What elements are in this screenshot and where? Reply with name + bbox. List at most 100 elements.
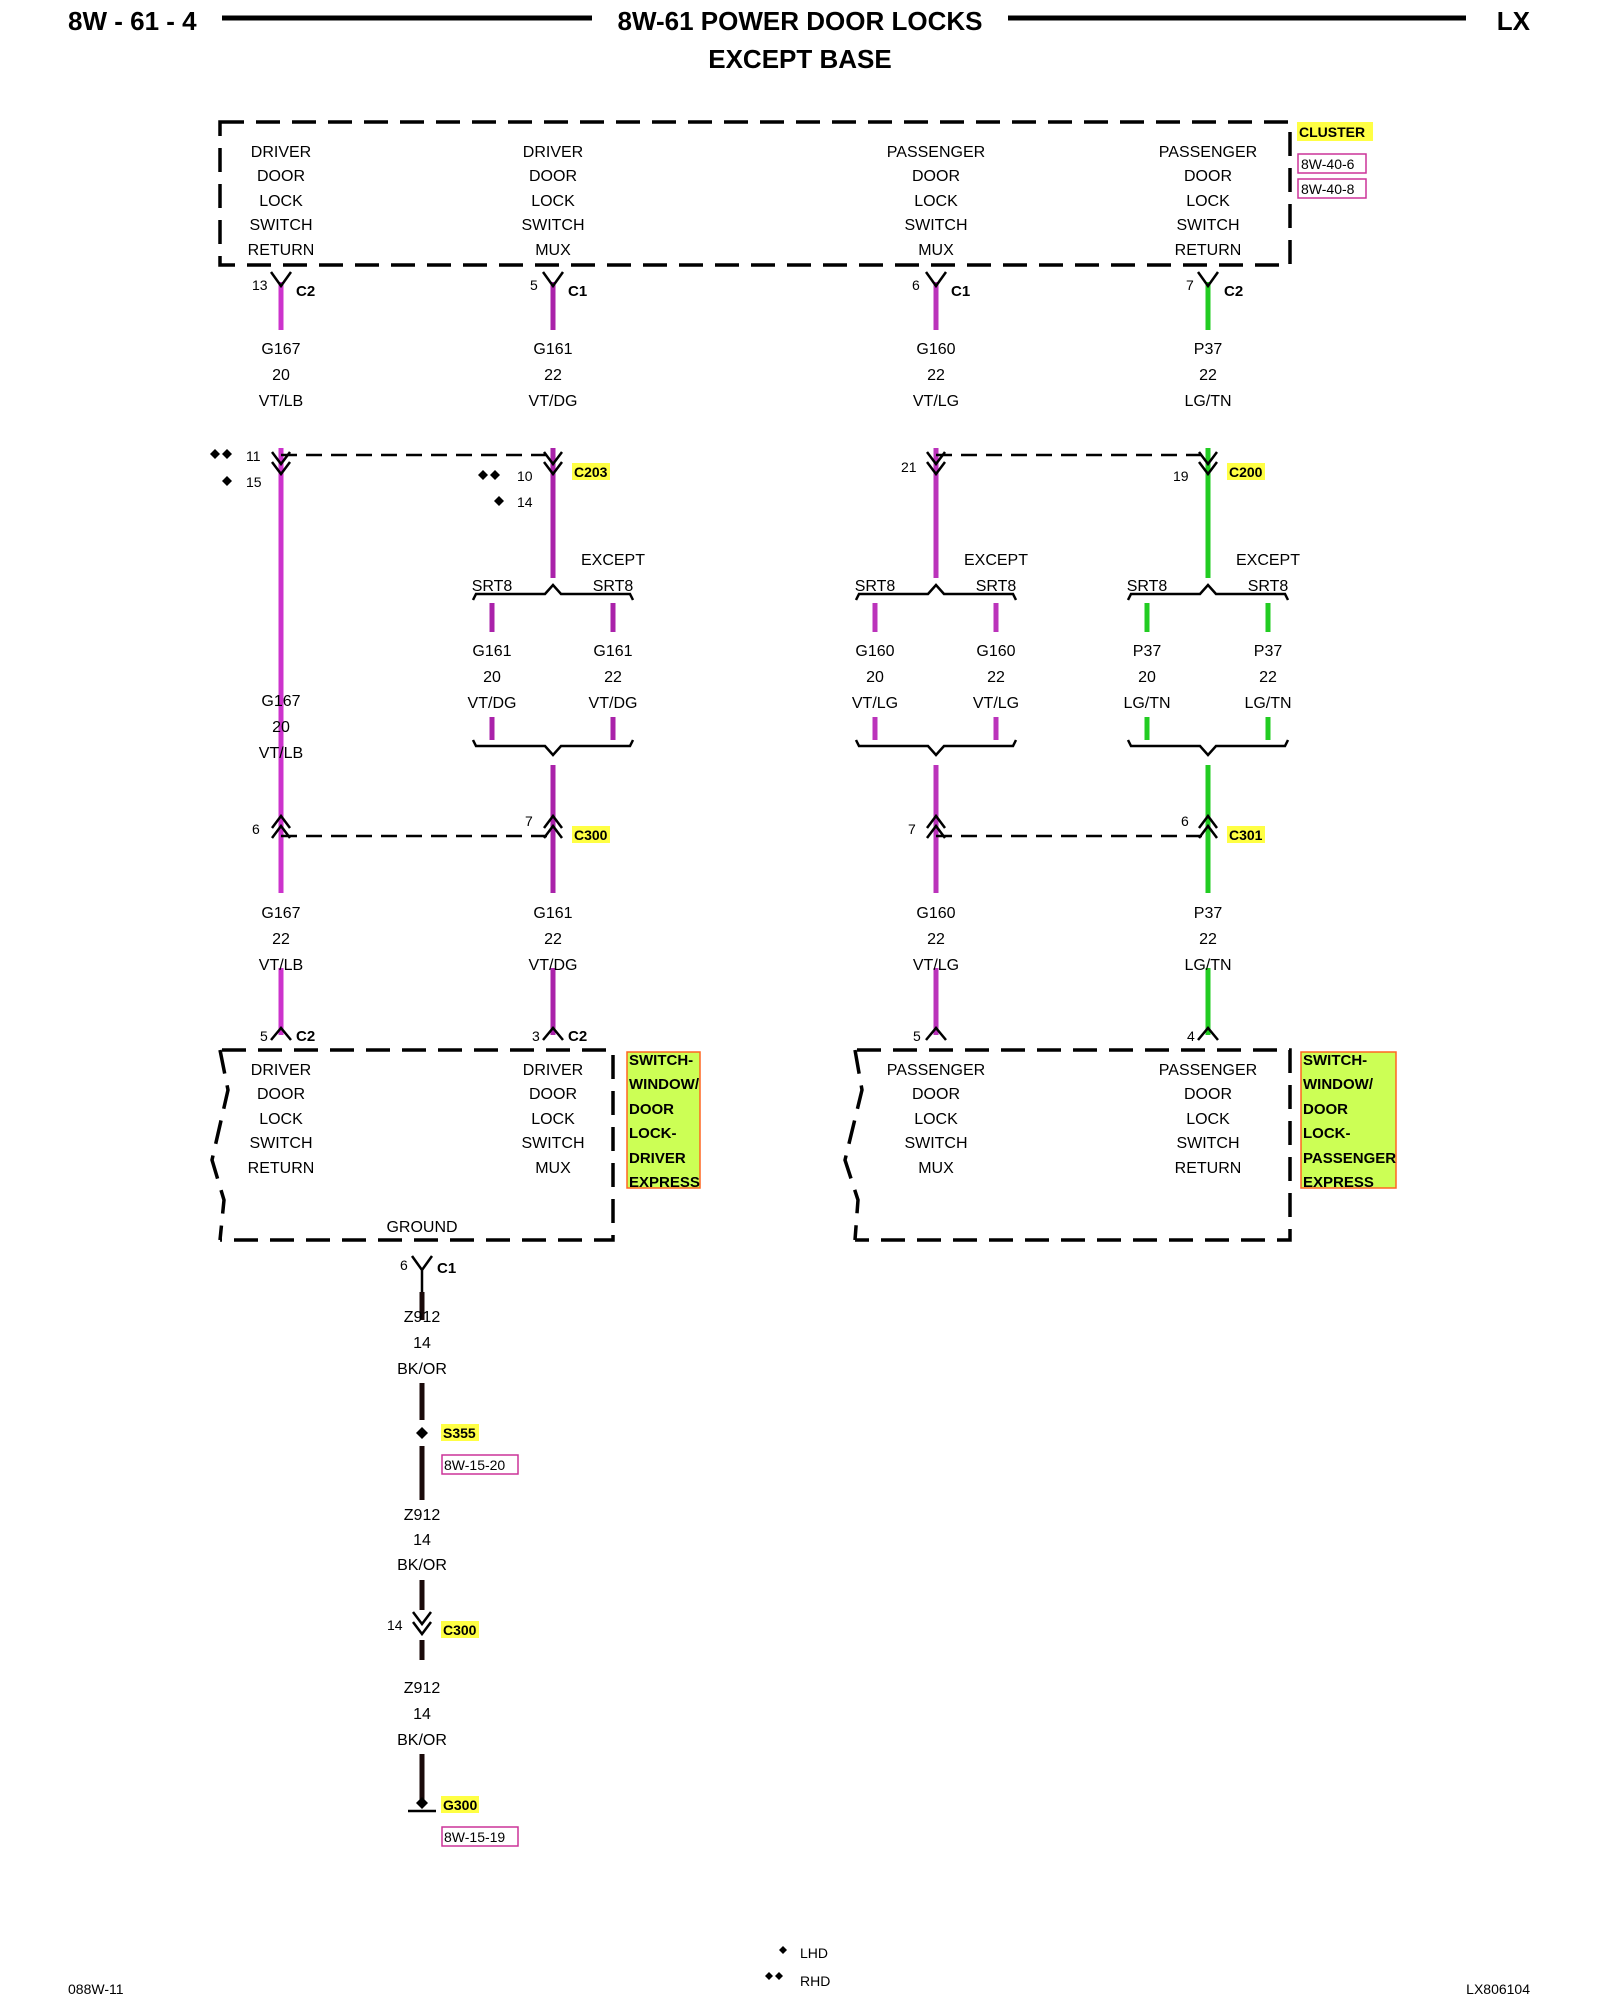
pin-d-top: 7 xyxy=(1186,277,1194,293)
wire-p37[interactable] xyxy=(1144,282,1271,1035)
svg-text:PASSENGER: PASSENGER xyxy=(1303,1150,1396,1167)
svg-text:EXCEPT: EXCEPT xyxy=(1236,552,1300,569)
svg-text:14: 14 xyxy=(413,1706,431,1723)
svg-text:DRIVER: DRIVER xyxy=(523,144,583,161)
ground-g300-dot xyxy=(416,1797,428,1809)
svg-text:LOCK: LOCK xyxy=(259,1111,303,1128)
cluster-outline xyxy=(218,120,1292,267)
svg-text:22: 22 xyxy=(1199,367,1217,384)
svg-text:PASSENGER: PASSENGER xyxy=(887,144,985,161)
svg-text:DOOR: DOOR xyxy=(257,1086,305,1103)
cluster-pin-c-label: PASSENGER DOOR LOCK SWITCH MUX xyxy=(887,144,985,259)
cluster-pin-a-label: DRIVER DOOR LOCK SWITCH RETURN xyxy=(248,144,315,259)
svg-text:SWITCH: SWITCH xyxy=(904,1135,967,1152)
connector-c2-driver-a: C2 xyxy=(296,1028,315,1045)
svg-text:SRT8: SRT8 xyxy=(593,578,634,595)
svg-text:EXCEPT: EXCEPT xyxy=(581,552,645,569)
svg-text:20: 20 xyxy=(1138,669,1156,686)
lhd-rhd-markers-top xyxy=(210,449,504,506)
wire-label-g3: Z912 14 BK/OR xyxy=(397,1680,447,1749)
wire-g161[interactable] xyxy=(489,282,616,1035)
legend-rhd: RHD xyxy=(800,1973,830,1989)
cluster-ref-2-box[interactable] xyxy=(1297,178,1367,199)
splice-s355-tag-bg xyxy=(441,1424,479,1441)
wire-label-d-except: P37 22 LG/TN xyxy=(1244,643,1291,712)
svg-text:G161: G161 xyxy=(533,341,572,358)
svg-text:RETURN: RETURN xyxy=(1175,1160,1242,1177)
cluster-ref-1[interactable]: 8W-40-6 xyxy=(1301,156,1355,172)
svg-text:LG/TN: LG/TN xyxy=(1123,695,1170,712)
page-code: 8W - 61 - 4 xyxy=(68,6,197,36)
pin-a-top: 13 xyxy=(252,277,268,293)
driver-switch-name[interactable]: SWITCH- WINDOW/ DOOR LOCK- DRIVER EXPRES… xyxy=(629,1052,700,1191)
connector-c200[interactable]: C200 xyxy=(1229,464,1263,480)
pin-c-top: 6 xyxy=(912,277,920,293)
wire-label-b3: G161 22 VT/DG xyxy=(529,905,578,974)
svg-text:DOOR: DOOR xyxy=(912,168,960,185)
passenger-switch-name[interactable]: SWITCH- WINDOW/ DOOR LOCK- PASSENGER EXP… xyxy=(1303,1052,1396,1191)
connector-c203-tag-bg xyxy=(572,463,610,480)
svg-text:SRT8: SRT8 xyxy=(976,578,1017,595)
svg-text:G160: G160 xyxy=(916,341,955,358)
passenger-switch-outline xyxy=(843,1048,1292,1242)
wire-label-a1: G167 20 VT/LB xyxy=(259,341,303,410)
pin-b-mid2: 14 xyxy=(517,494,533,510)
svg-text:SRT8: SRT8 xyxy=(1248,578,1289,595)
variant-split-b: EXCEPT SRT8 SRT8 xyxy=(472,552,645,601)
pin-c-mid: 21 xyxy=(901,459,917,475)
driver-switch-name-box xyxy=(626,1051,701,1189)
svg-text:VT/DG: VT/DG xyxy=(468,695,517,712)
svg-text:Z912: Z912 xyxy=(404,1680,441,1697)
svg-text:VT/LG: VT/LG xyxy=(913,393,959,410)
wire-g160[interactable] xyxy=(872,282,999,1035)
connector-c300[interactable]: C300 xyxy=(574,827,608,843)
g300-ref-box[interactable] xyxy=(441,1826,519,1847)
footer-right-code: LX806104 xyxy=(1466,1981,1530,1997)
svg-text:DOOR: DOOR xyxy=(629,1101,674,1118)
svg-text:P37: P37 xyxy=(1194,341,1223,358)
svg-text:DRIVER: DRIVER xyxy=(523,1062,583,1079)
svg-text:LOCK: LOCK xyxy=(259,193,303,210)
connector-c300-ground[interactable]: C300 xyxy=(443,1622,477,1638)
svg-text:LOCK: LOCK xyxy=(531,193,575,210)
connector-c300-ground-tag-bg xyxy=(441,1621,479,1638)
svg-text:SWITCH-: SWITCH- xyxy=(1303,1052,1367,1069)
pin-d-mid: 19 xyxy=(1173,468,1189,484)
svg-text:DOOR: DOOR xyxy=(1184,1086,1232,1103)
connector-c203[interactable]: C203 xyxy=(574,464,608,480)
svg-text:P37: P37 xyxy=(1133,643,1162,660)
cluster-ref-2[interactable]: 8W-40-8 xyxy=(1301,181,1355,197)
connector-c301[interactable]: C301 xyxy=(1229,827,1263,843)
s355-ref[interactable]: 8W-15-20 xyxy=(444,1457,505,1473)
svg-text:SWITCH: SWITCH xyxy=(1176,217,1239,234)
svg-text:VT/LG: VT/LG xyxy=(913,957,959,974)
svg-text:DRIVER: DRIVER xyxy=(251,1062,311,1079)
svg-text:SWITCH: SWITCH xyxy=(249,1135,312,1152)
cluster-ref-1-box[interactable] xyxy=(1297,153,1367,174)
splice-s355[interactable]: S355 xyxy=(443,1425,476,1441)
connector-c200-tag-bg xyxy=(1227,463,1265,480)
connector-c300-ground-mark xyxy=(412,1611,432,1637)
svg-text:G161: G161 xyxy=(533,905,572,922)
svg-text:PASSENGER: PASSENGER xyxy=(887,1062,985,1079)
page-subtitle: EXCEPT BASE xyxy=(708,44,892,74)
pin-ground: 6 xyxy=(400,1257,408,1273)
passenger-switch-name-box xyxy=(1300,1051,1397,1189)
ground-g300[interactable]: G300 xyxy=(443,1797,477,1813)
wire-label-a3: G167 22 VT/LB xyxy=(259,905,303,974)
cluster-pin-b-label: DRIVER DOOR LOCK SWITCH MUX xyxy=(521,144,584,259)
g300-ref[interactable]: 8W-15-19 xyxy=(444,1829,505,1845)
variant-split-d: EXCEPT SRT8 SRT8 xyxy=(1127,552,1300,601)
svg-text:SWITCH: SWITCH xyxy=(521,1135,584,1152)
svg-text:LOCK: LOCK xyxy=(531,1111,575,1128)
svg-text:G167: G167 xyxy=(261,341,300,358)
model-code: LX xyxy=(1497,6,1531,36)
svg-text:VT/LB: VT/LB xyxy=(259,745,303,762)
pin-a-mid1: 11 xyxy=(246,448,261,464)
inline-connector-marks-top xyxy=(271,451,1218,477)
footer-left-code: 088W-11 xyxy=(68,1981,124,1997)
pin-a-bot: 5 xyxy=(260,1028,268,1044)
svg-text:PASSENGER: PASSENGER xyxy=(1159,1062,1257,1079)
svg-text:G167: G167 xyxy=(261,905,300,922)
s355-ref-box[interactable] xyxy=(441,1454,519,1475)
